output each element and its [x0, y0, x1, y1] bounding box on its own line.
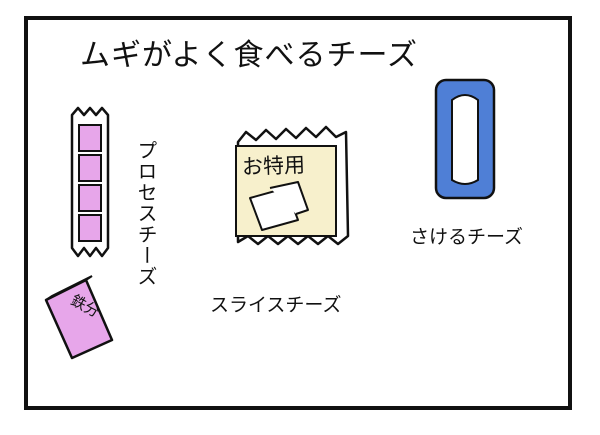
iron-cheese-box	[44, 275, 114, 360]
panel-title: ムギがよく食べるチーズ	[80, 38, 418, 73]
process-cheese-label: プロセスチーズ	[134, 140, 158, 287]
process-cheese-stick	[70, 106, 110, 258]
sliced-cheese-bag	[235, 125, 350, 246]
string-cheese-label: さけるチーズ	[410, 226, 524, 248]
sliced-cheese-label: スライスチーズ	[210, 294, 342, 316]
bulk-pack-label: お特用	[241, 152, 306, 180]
string-cheese-pack	[434, 78, 496, 200]
